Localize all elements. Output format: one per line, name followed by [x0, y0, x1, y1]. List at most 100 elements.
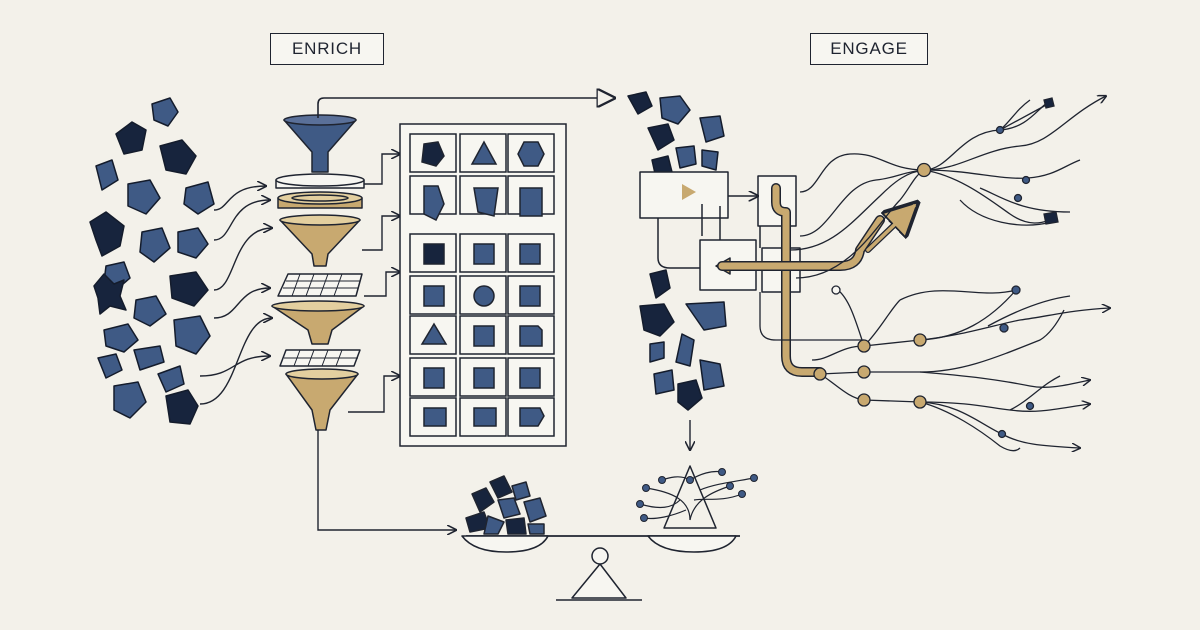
- network-node: [1011, 285, 1021, 295]
- fragment-shape: [89, 211, 125, 257]
- pile-shape: [523, 497, 547, 523]
- network-nodes: [813, 97, 1059, 439]
- fragment-shape: [699, 115, 725, 143]
- grid-shape: [423, 185, 445, 222]
- grid-cell: [459, 357, 507, 397]
- grid-cell: [507, 397, 555, 437]
- grid-shape: [423, 285, 445, 307]
- fragment-shape: [151, 97, 179, 127]
- network-node: [642, 484, 650, 492]
- network-node: [636, 500, 644, 508]
- network-node: [1043, 97, 1055, 109]
- fragment-shape: [169, 271, 209, 307]
- fragment-shape: [113, 381, 147, 419]
- fragment-shape: [133, 295, 167, 327]
- fragment-shape: [685, 301, 727, 331]
- fragment-shape: [677, 379, 703, 411]
- scale-base: [571, 563, 627, 599]
- network-node: [658, 476, 666, 484]
- network-node: [997, 429, 1007, 439]
- fragment-shape: [627, 91, 653, 115]
- pile-shape: [471, 487, 495, 513]
- sorted-shape-grid: [399, 123, 567, 447]
- grid-cell: [409, 233, 457, 273]
- pile-shape: [483, 515, 505, 535]
- grid-cell: [409, 315, 457, 355]
- fragment-shape: [177, 227, 209, 259]
- fragment-shape: [183, 181, 215, 215]
- fragment-shape: [675, 145, 697, 169]
- gold-pipes: [717, 183, 914, 377]
- fragment-shape: [159, 139, 197, 175]
- fragment-shape: [653, 369, 675, 395]
- fragment-shape: [93, 273, 127, 315]
- pile-shape: [527, 523, 545, 535]
- grid-shape: [420, 322, 448, 345]
- grid-cell: [459, 133, 507, 173]
- grid-cell: [409, 357, 457, 397]
- fragment-shape: [675, 333, 695, 367]
- network-node: [857, 365, 871, 379]
- grid-cell: [507, 357, 555, 397]
- fragment-shape: [95, 159, 119, 191]
- pile-shape: [489, 475, 513, 499]
- network-node: [1021, 175, 1031, 185]
- grid-shape: [421, 141, 445, 167]
- grid-shape: [473, 407, 497, 427]
- network-node: [686, 476, 694, 484]
- network-node: [738, 490, 746, 498]
- funnel-gold-icon: [285, 373, 359, 431]
- engage-label: ENGAGE: [810, 33, 928, 65]
- grid-shape: [470, 140, 498, 165]
- grid-cell: [409, 133, 457, 173]
- network-node: [913, 333, 927, 347]
- fragment-shape: [97, 353, 123, 379]
- scale-left-pan: [461, 535, 549, 553]
- fragment-shape: [701, 149, 719, 171]
- sieve-mesh: [277, 273, 363, 297]
- input-arrow: [199, 356, 270, 377]
- input-connectors: [199, 186, 272, 405]
- grid-cell: [459, 315, 507, 355]
- funnel-top-icon: [283, 119, 357, 173]
- input-arrow: [213, 200, 270, 241]
- grid-shape: [473, 243, 495, 265]
- scale-pivot: [591, 547, 609, 565]
- enrich-label: ENRICH: [270, 33, 384, 65]
- network-node: [813, 367, 827, 381]
- network-node: [913, 395, 927, 409]
- grid-cell: [409, 397, 457, 437]
- input-arrow: [213, 288, 270, 319]
- network-node: [718, 468, 726, 476]
- grid-shape: [473, 367, 495, 389]
- grid-shape: [423, 407, 447, 427]
- fragment-shape: [127, 179, 161, 215]
- grid-arrow: [348, 376, 400, 413]
- network-node: [1025, 401, 1035, 411]
- raw-fragments-cluster: [89, 97, 215, 425]
- grid-arrow: [362, 216, 400, 251]
- grid-shape: [519, 407, 545, 427]
- grid-cell: [459, 397, 507, 437]
- fragment-shape: [103, 323, 139, 353]
- grid-connectors: [348, 154, 400, 413]
- grid-cell: [409, 275, 457, 315]
- pile-shape: [511, 481, 531, 501]
- fragment-shape: [115, 121, 147, 155]
- network-node: [995, 125, 1005, 135]
- grid-shape: [519, 367, 541, 389]
- flow-arrow-top: [317, 98, 612, 118]
- input-arrow: [199, 318, 272, 405]
- pile-shape: [497, 497, 521, 519]
- network-node: [831, 285, 841, 295]
- network-node: [1013, 193, 1023, 203]
- fragment-shape: [659, 95, 691, 125]
- grid-cell: [507, 315, 555, 355]
- fragment-shape: [139, 227, 171, 263]
- grid-shape: [423, 367, 445, 389]
- fragment-shape: [157, 365, 185, 393]
- grid-shape: [519, 325, 543, 347]
- network-node: [640, 514, 648, 522]
- fragment-shape: [649, 269, 671, 299]
